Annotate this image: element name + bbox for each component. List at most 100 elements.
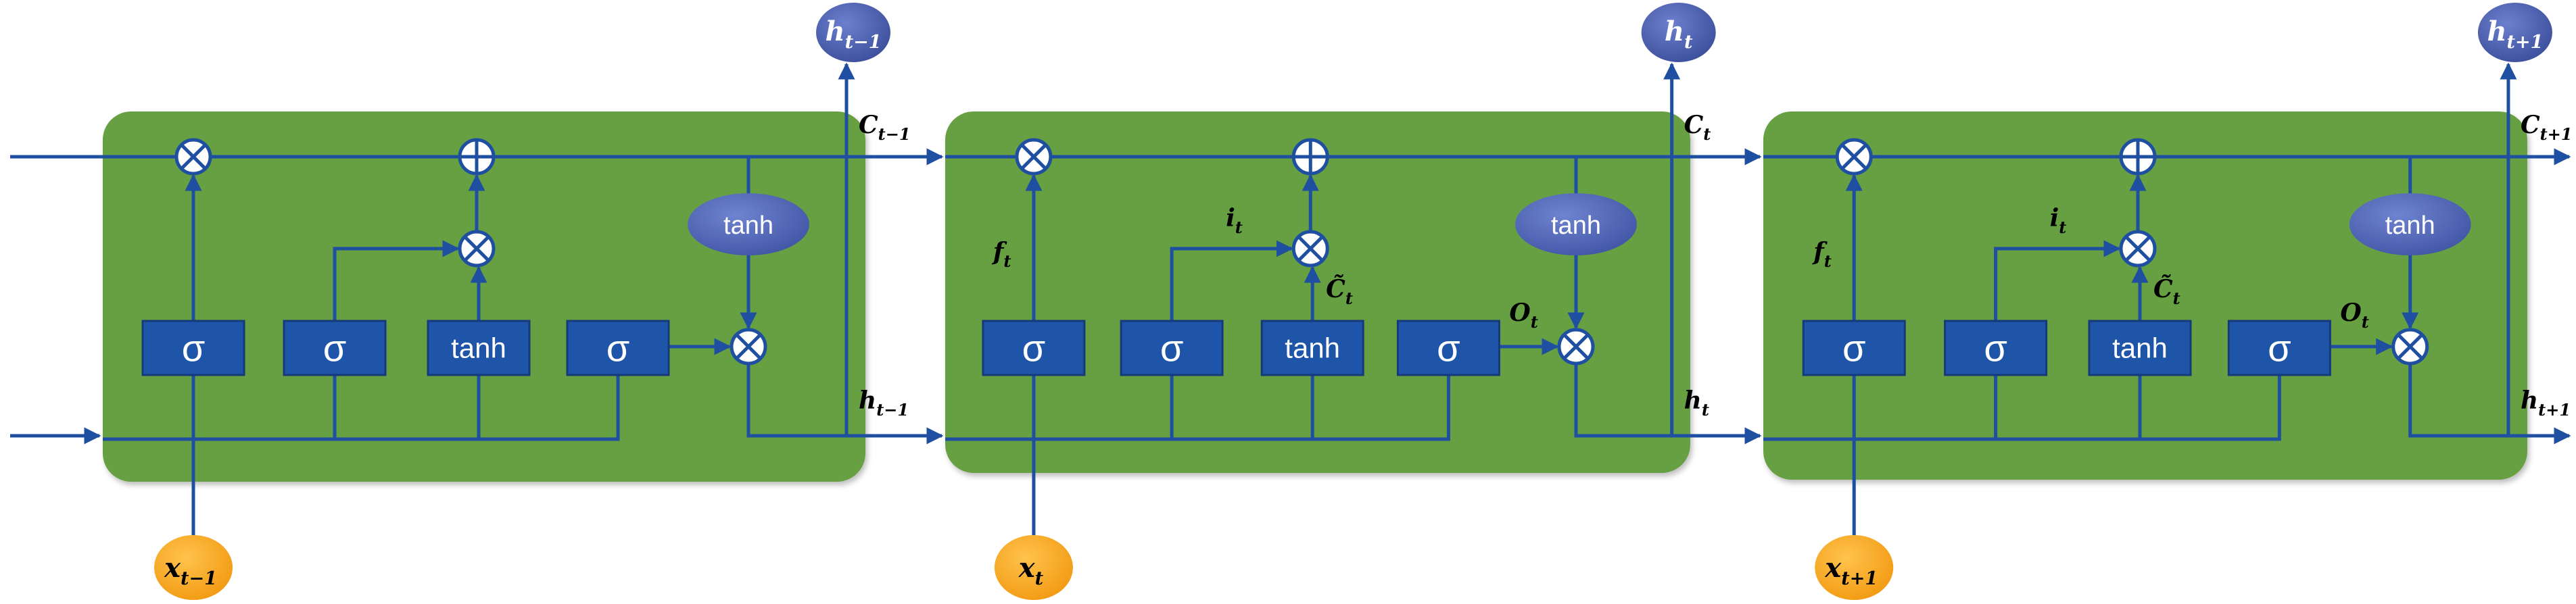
cell-1-input-label-base: x: [164, 552, 181, 584]
cell-3-input-gate-label: σ: [1984, 327, 2007, 370]
cell-3-hidden-label-subscript: t+1: [2538, 400, 2571, 420]
cell-2-output-gate: σ: [1396, 320, 1500, 376]
cell-1-output-gate-label: σ: [606, 327, 630, 370]
cell-2-candidate-gate-label: tanh: [1285, 332, 1340, 364]
cell-2-input-path: [1170, 240, 1293, 321]
cell-2-input-label: xt: [1018, 552, 1044, 589]
cell-2-output-path: [1574, 363, 1672, 438]
cell-2-output-gate-label: Ot: [1509, 299, 1537, 332]
cell-1-hidden-bus: [103, 375, 620, 441]
cell-3-candidate-label-base: C̃: [2153, 275, 2173, 303]
cell-1-input-path: [333, 240, 460, 321]
cell-1-tanh-oval-label: tanh: [723, 211, 773, 240]
cell-2-input-gate-label-subscript: t: [1235, 218, 1243, 237]
cell-3-output-gate-label: Ot: [2340, 299, 2368, 332]
cell-2-hidden-label-base: h: [1684, 386, 1702, 415]
cell-2-output-multiply: [1557, 328, 1595, 366]
cell-2-input-label-base: x: [1018, 552, 1036, 584]
cell-3-tanh-oval: tanh: [2349, 193, 2471, 255]
cell-1-state-label: Ct−1: [859, 111, 911, 144]
cell-1-hidden-label-base: h: [859, 386, 876, 415]
cell-3-forget-gate-label: σ: [1842, 327, 1866, 370]
cell-3-hidden-output-label: ht+1: [2487, 16, 2543, 53]
cell-3-tanh-oval-label: tanh: [2385, 211, 2435, 240]
cell-1-hidden-output-label-subscript: t−1: [845, 32, 882, 53]
cell-3-input-gate-label: it: [2050, 204, 2067, 237]
cell-2-candidate-gate: tanh: [1260, 320, 1364, 376]
lstm-cell-1: [103, 111, 865, 482]
cell-2-forget-label-subscript: t: [1003, 251, 1011, 271]
cell-1-hidden-label: ht−1: [859, 386, 909, 420]
cell-3-state-add: [2119, 138, 2157, 176]
cell-3-output-multiply: [2391, 328, 2429, 366]
cell-2-candidate-label-base: C̃: [1326, 275, 1345, 303]
cell-1-output-gate: σ: [566, 320, 670, 376]
cell-1-output-multiply: [730, 328, 767, 366]
cell-1-forget-gate-label: σ: [182, 327, 206, 370]
cell-2-hidden-bus: [945, 375, 1450, 441]
cell-3-input-label: xt+1: [1824, 552, 1878, 589]
cell-3-hidden-label: ht+1: [2521, 386, 2571, 420]
cell-3-output-gate-label-base: O: [2340, 299, 2362, 327]
cell-1-hidden-output-node: [816, 3, 890, 62]
cell-1-state-label-subscript: t−1: [878, 124, 911, 144]
cell-2-tanh-oval: tanh: [1514, 193, 1637, 255]
cell-1-hidden-output-label-base: h: [826, 16, 845, 47]
cell-1-output-path: [746, 363, 846, 438]
cell-1-input-gate: σ: [283, 320, 387, 376]
cell-2-forget-multiply: [1015, 138, 1053, 176]
cell-3-hidden-output-label-subscript: t+1: [2507, 32, 2544, 53]
cell-2-input-multiply: [1291, 230, 1329, 268]
lstm-cell-3: [1763, 111, 2527, 480]
cell-1-state-label-base: C: [859, 111, 878, 139]
cell-2-hidden-output-label-subscript: t: [1684, 32, 1693, 53]
cell-3-input-path: [1994, 240, 2121, 321]
cell-2-state-label-subscript: t: [1703, 124, 1711, 144]
cell-1-candidate-gate: tanh: [427, 320, 531, 376]
cell-3-input-gate: σ: [1944, 320, 2048, 376]
cell-3-candidate-label: C̃t: [2153, 275, 2180, 308]
cell-2-output-gate-label: σ: [1437, 327, 1460, 370]
cell-3-input-gate-label-subscript: t: [2059, 218, 2066, 237]
cell-1-forget-multiply: [174, 138, 212, 176]
cell-2-hidden-label: ht: [1684, 386, 1709, 420]
cell-3-state-label-subscript: t+1: [2540, 124, 2573, 144]
cell-3-output-gate: σ: [2227, 320, 2331, 376]
cell-3-hidden-bus: [1763, 375, 2281, 441]
cell-3-output-gate-label-subscript: t: [2362, 312, 2369, 332]
cell-3-candidate-gate-label: tanh: [2112, 332, 2168, 364]
cell-2-forget-gate-label: σ: [1022, 327, 1046, 370]
cell-3-hidden-output-label-base: h: [2487, 16, 2506, 47]
cell-2-input-gate-label-base: i: [1226, 204, 1235, 232]
cell-2-hidden-output-node: [1641, 3, 1716, 62]
cell-2-input-gate-label: σ: [1160, 327, 1184, 370]
cell-3-input-node: [1815, 535, 1894, 600]
cell-2-input-node: [994, 535, 1073, 600]
cell-2-input-gate: σ: [1120, 320, 1224, 376]
cell-1-forget-gate: σ: [141, 320, 245, 376]
cell-3-output-gate-label: σ: [2268, 327, 2291, 370]
cell-2-output-gate-label-subscript: t: [1531, 312, 1538, 332]
cell-2-forget-gate: σ: [982, 320, 1086, 376]
cell-2-input-gate-label: it: [1226, 204, 1243, 237]
cell-1-state-add: [458, 138, 496, 176]
cell-2-state-add: [1291, 138, 1329, 176]
cell-3-candidate-label-subscript: t: [2173, 288, 2180, 308]
cell-3-forget-multiply: [1835, 138, 1873, 176]
cell-2-state-label-base: C: [1684, 111, 1704, 139]
cell-1-hidden-output-label: ht−1: [826, 16, 882, 53]
cell-3-input-gate-label-base: i: [2050, 204, 2059, 232]
cell-3-hidden-output-node: [2477, 3, 2552, 62]
cell-2-hidden-output-label-base: h: [1665, 16, 1684, 47]
cell-3-candidate-gate: tanh: [2088, 320, 2192, 376]
cell-3-forget-label-subscript: t: [1824, 251, 1832, 271]
cell-1-input-gate-label: σ: [323, 327, 347, 370]
cell-1-input-label-subscript: t−1: [181, 568, 217, 589]
cell-3-output-path: [2408, 363, 2508, 438]
cell-3-input-multiply: [2119, 230, 2157, 268]
cell-3-state-label: Ct+1: [2521, 111, 2573, 144]
cell-3-forget-gate: σ: [1802, 320, 1906, 376]
cell-2-candidate-label-subscript: t: [1345, 288, 1353, 308]
cell-2-tanh-oval-label: tanh: [1551, 211, 1601, 240]
